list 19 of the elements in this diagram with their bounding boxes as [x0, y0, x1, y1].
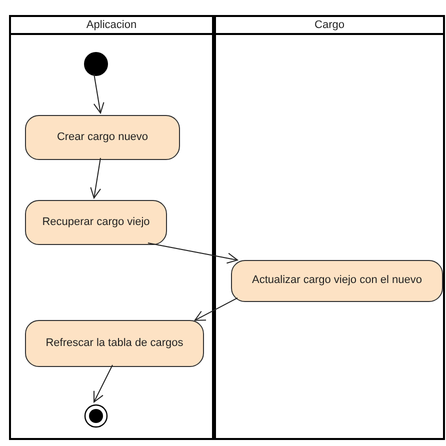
arrow	[94, 364, 113, 402]
action-box	[25, 115, 180, 160]
swimlane	[214, 15, 445, 440]
initial-node	[84, 52, 108, 76]
arrow	[90, 158, 102, 198]
lane-title: Aplicacion	[86, 20, 137, 30]
action-label: Recuperar cargo viejo	[42, 216, 150, 230]
arrow	[147, 242, 238, 264]
action-box	[25, 320, 204, 367]
action-box	[231, 260, 443, 302]
action-box	[25, 200, 167, 245]
final-node	[84, 404, 108, 428]
action-label: Actualizar cargo viejo con el nuevo	[252, 274, 422, 288]
action-label: Refrescar la tabla de cargos	[46, 336, 184, 350]
arrow	[93, 74, 104, 114]
arrow	[194, 297, 238, 321]
lane-title: Cargo	[314, 20, 344, 30]
action-label: Crear cargo nuevo	[56, 130, 148, 144]
swimlane	[9, 15, 214, 440]
